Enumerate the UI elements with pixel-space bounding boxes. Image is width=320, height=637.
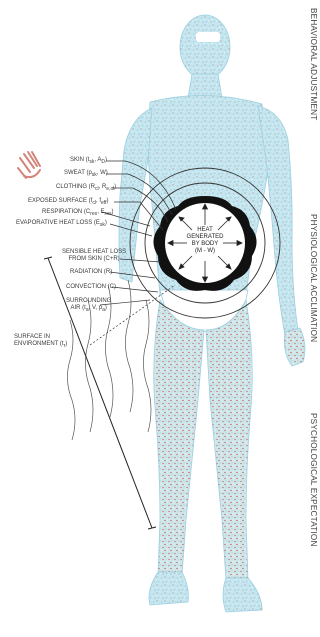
side-label-behavioral: BEHAVIORAL ADJUSTMENT [309, 8, 318, 120]
body-right-foot [223, 578, 262, 612]
label-sensible-heat: SENSIBLE HEAT LOSS FROM SKIN (C+R) [62, 249, 126, 263]
human-body-figure [119, 15, 305, 612]
heat-generated-label: HEAT GENERATED BY BODY (M - W) [183, 227, 227, 255]
label-respiration: RESPIRATION (Cres, Eres) [42, 209, 113, 218]
label-skin: SKIN (tsk, AD) [70, 157, 107, 166]
label-convection: CONVECTION (C) [66, 284, 116, 291]
body-neck [188, 74, 222, 98]
label-clothing: CLOTHING (Rcl, Re,cl) [56, 184, 116, 193]
body-left-foot [149, 572, 188, 605]
eye-mask [196, 32, 220, 42]
side-label-psychological: PSYCHOLOGICAL EXPECTATION [309, 413, 318, 547]
side-label-physiological: PHYSIOLOGICAL ACCLIMATION [309, 214, 318, 342]
label-evaporative: EVAPORATIVE HEAT LOSS (Esk) [16, 220, 107, 229]
label-surrounding-air: SURROUNDING AIR (ta, V, pa) [66, 298, 111, 314]
label-sweat: SWEAT (psk, W) [64, 170, 108, 179]
label-surface-environment: SURFACE IN ENVIRONMENT (tr) [14, 334, 67, 350]
body-right-leg [206, 300, 252, 585]
body-left-leg [154, 300, 204, 580]
label-exposed-surface: EXPOSED SURFACE (fcl, feff) [28, 198, 108, 207]
hand-symbol [18, 152, 40, 178]
body-right-arm [258, 106, 298, 336]
body-right-hand [284, 328, 305, 366]
label-radiation: RADIATION (R) [70, 269, 112, 276]
body-head [180, 15, 230, 79]
